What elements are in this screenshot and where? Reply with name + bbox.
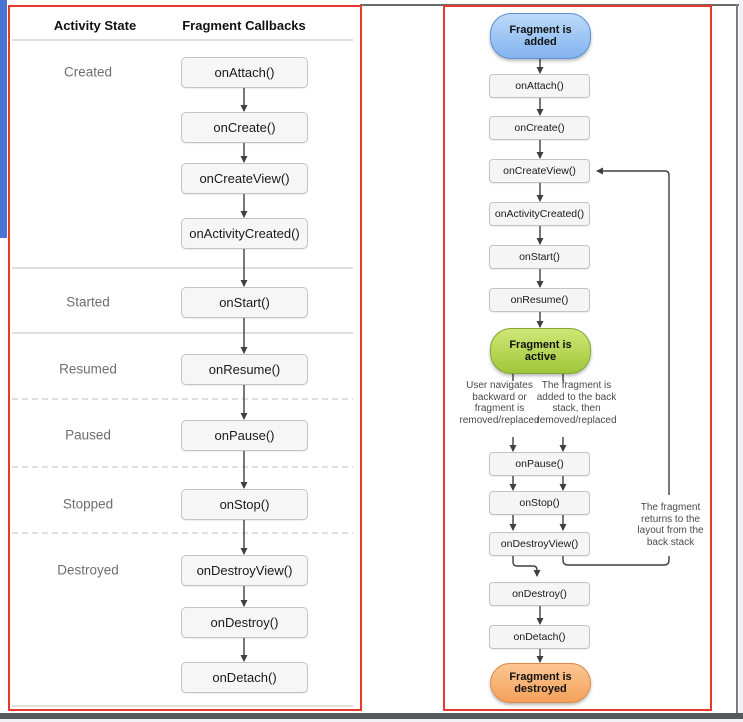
left-callback-onattach: onAttach() [181, 57, 308, 88]
annotation-line: removed/replaced [536, 414, 617, 426]
header-fragment-callbacks: Fragment Callbacks [182, 18, 306, 33]
header-activity-state: Activity State [53, 18, 137, 33]
left-callback-onactivitycreated: onActivityCreated() [181, 218, 308, 249]
annotation-line: fragment is [474, 403, 525, 414]
window-bottom-bar [0, 713, 743, 719]
annotation-line: The fragment is [541, 380, 612, 391]
annotation-line: backward or [472, 391, 527, 403]
annotation-back-stack-return: The fragment returns to the layout from … [627, 502, 714, 548]
annotation-navigate-back: User navigates backward or fragment is r… [451, 380, 548, 426]
window-right-border [736, 4, 738, 714]
left-callback-oncreateview: onCreateView() [181, 163, 308, 194]
annotation-line: returns to the [641, 513, 700, 525]
bottom-background-strip [0, 719, 743, 722]
left-blue-scroll-indicator [0, 0, 7, 238]
right-callback-onactivitycreated: onActivityCreated() [489, 202, 590, 226]
state-label-stopped: Stopped [62, 496, 114, 512]
left-callback-oncreate: onCreate() [181, 112, 308, 143]
annotation-line: layout from the [637, 525, 704, 536]
terminal-added-line1: Fragment is [509, 23, 572, 36]
annotation-line: back stack [646, 536, 695, 548]
annotation-line: removed/replaced [459, 414, 540, 426]
right-callback-ondestroy: onDestroy() [489, 582, 590, 606]
right-callback-onattach: onAttach() [489, 74, 590, 98]
terminal-fragment-active: Fragment is active [490, 328, 591, 374]
annotation-line: The fragment [640, 502, 701, 513]
terminal-added-line2: added [524, 36, 557, 48]
state-label-paused: Paused [65, 427, 111, 443]
right-callback-onstop: onStop() [489, 491, 590, 515]
annotation-line: User navigates [466, 380, 533, 391]
annotation-line: added to the back [536, 391, 617, 403]
annotation-back-stack-add: The fragment is added to the back stack,… [527, 380, 626, 426]
state-label-destroyed: Destroyed [57, 562, 119, 578]
right-callback-onpause: onPause() [489, 452, 590, 476]
right-background-strip [739, 0, 743, 722]
left-callback-onresume: onResume() [181, 354, 308, 385]
terminal-destroyed-line1: Fragment is [509, 670, 572, 683]
terminal-destroyed-line2: destroyed [514, 683, 567, 695]
state-label-created: Created [63, 64, 113, 80]
terminal-active-line1: Fragment is [509, 338, 572, 351]
right-callback-ondetach: onDetach() [489, 625, 590, 649]
terminal-fragment-destroyed: Fragment is destroyed [490, 663, 591, 703]
right-callback-oncreateview: onCreateView() [489, 159, 590, 183]
state-label-resumed: Resumed [59, 361, 117, 377]
right-callback-onstart: onStart() [489, 245, 590, 269]
terminal-active-line2: active [524, 351, 557, 363]
left-callback-onstop: onStop() [181, 489, 308, 520]
state-label-started: Started [66, 294, 110, 310]
right-callback-ondestroyview: onDestroyView() [489, 532, 590, 556]
left-callback-ondetach: onDetach() [181, 662, 308, 693]
annotation-line: stack, then [552, 403, 601, 414]
right-callback-oncreate: onCreate() [489, 116, 590, 140]
left-callback-onpause: onPause() [181, 420, 308, 451]
left-callback-ondestroyview: onDestroyView() [181, 555, 308, 586]
left-callback-ondestroy: onDestroy() [181, 607, 308, 638]
left-callback-onstart: onStart() [181, 287, 308, 318]
terminal-fragment-added: Fragment is added [490, 13, 591, 59]
right-callback-onresume: onResume() [489, 288, 590, 312]
window-top-border [360, 4, 739, 6]
